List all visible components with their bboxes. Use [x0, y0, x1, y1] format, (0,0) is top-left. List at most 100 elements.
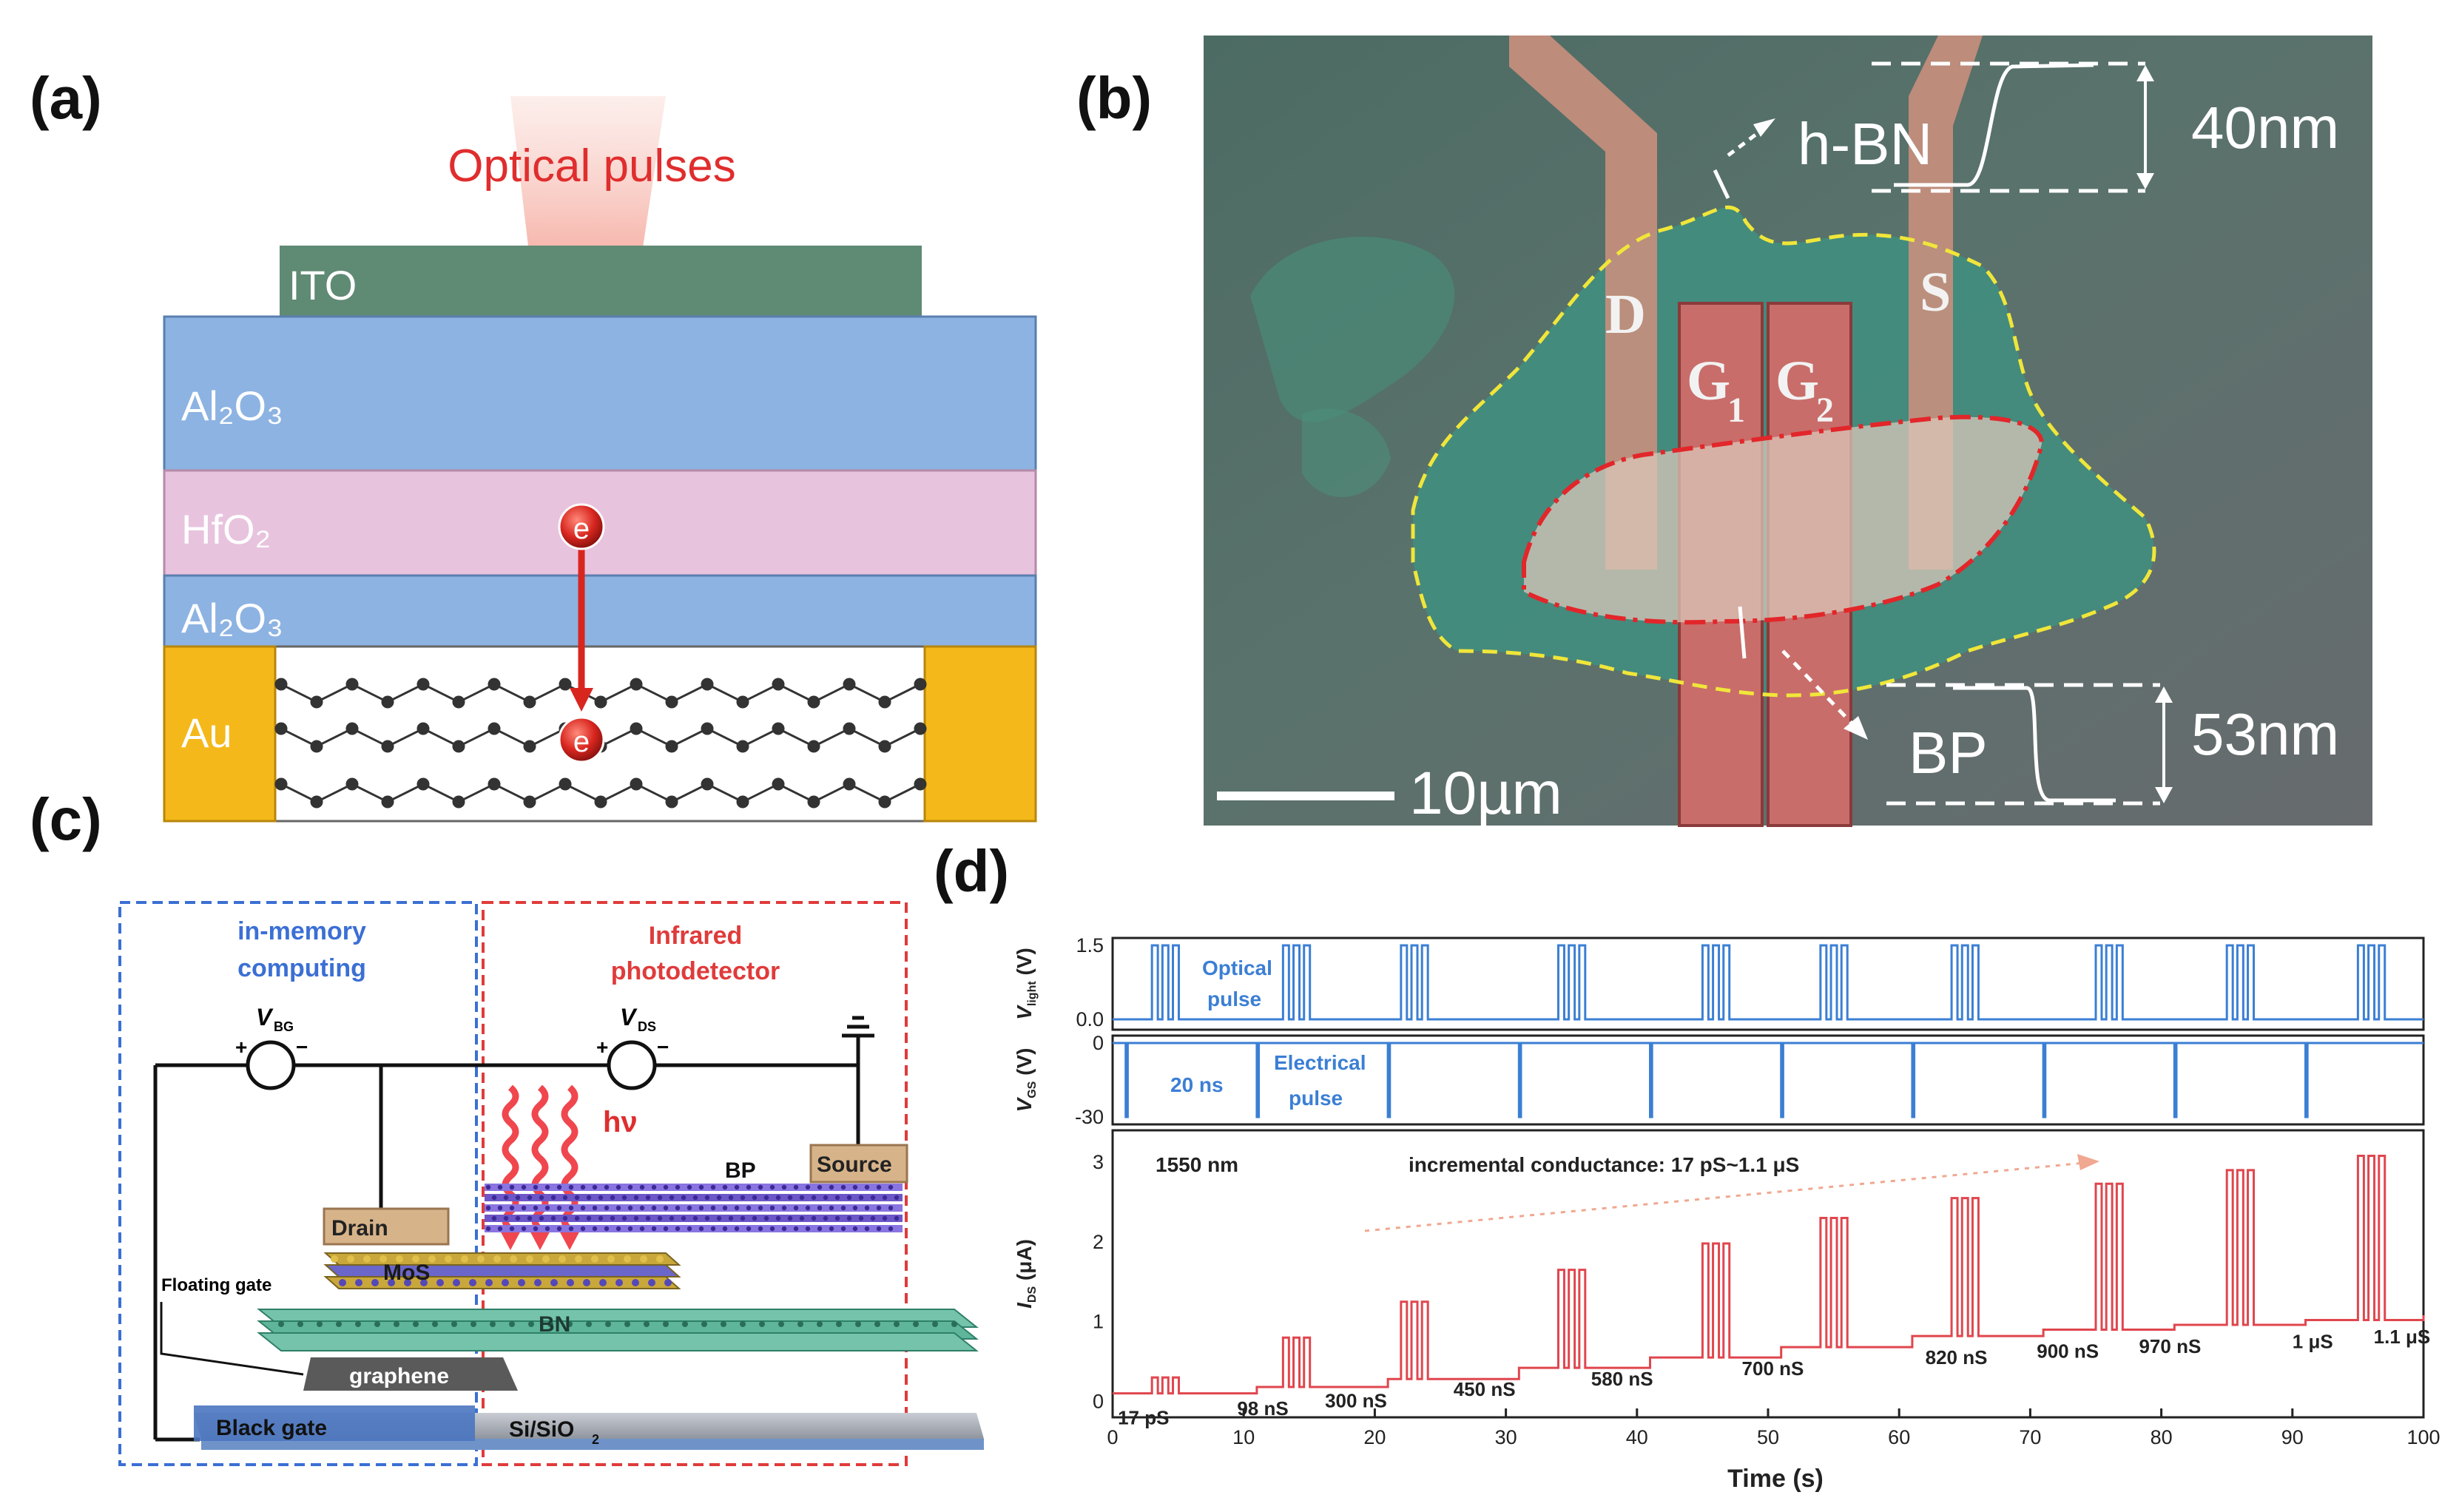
- bp-atom: [787, 1195, 793, 1201]
- black-gate-label: Black gate: [216, 1416, 327, 1440]
- hbn-outline: [1411, 205, 2156, 698]
- bn-atom: [874, 1321, 880, 1327]
- bp-atom: [639, 1184, 645, 1190]
- bp-atom: [722, 1184, 728, 1190]
- bp-atom: [539, 1195, 544, 1201]
- bn-atom: [336, 1321, 342, 1327]
- in-memory-box: [118, 901, 478, 1466]
- lattice-atom: [665, 795, 678, 809]
- x-tick-label: 30: [1495, 1426, 1517, 1448]
- bp-atom: [734, 1184, 740, 1190]
- hv-label: hν: [603, 1106, 638, 1138]
- bn-atom: [682, 1321, 688, 1327]
- x-tick-label: 70: [2019, 1426, 2041, 1448]
- bn-atom: [451, 1321, 457, 1327]
- mos-atom: [656, 1255, 664, 1263]
- bp-atom: [675, 1226, 681, 1232]
- mos-atom: [575, 1255, 582, 1263]
- lattice-atom: [736, 695, 749, 709]
- ids-ylabel-i: I: [1013, 1302, 1036, 1309]
- lattice-atom: [559, 777, 572, 791]
- bp-arrow-down: [2155, 787, 2173, 803]
- bp-atom: [497, 1184, 503, 1190]
- x-tick-label: 80: [2151, 1426, 2173, 1448]
- bp-atom: [769, 1184, 775, 1190]
- bp-atom: [781, 1184, 787, 1190]
- sisio2-label: Si/SiO: [509, 1417, 574, 1442]
- bp-atom: [687, 1205, 692, 1211]
- mos-atom: [445, 1255, 452, 1263]
- bp-atom: [846, 1195, 852, 1201]
- bn-atom: [797, 1321, 803, 1327]
- ids-ytick: 1: [1093, 1311, 1104, 1333]
- bp-atom: [799, 1195, 805, 1201]
- bp-atom: [698, 1226, 704, 1232]
- bp-atom: [521, 1226, 527, 1232]
- light-arrowhead: [558, 1228, 581, 1250]
- bp-atom: [858, 1215, 864, 1221]
- bp-atom: [775, 1195, 781, 1201]
- bp-atom: [527, 1215, 533, 1221]
- conductance-label: 580 nS: [1591, 1368, 1653, 1390]
- bp-atom: [604, 1205, 610, 1211]
- bp-atom: [639, 1205, 645, 1211]
- hbn-label: h-BN: [1798, 111, 1932, 177]
- lattice-atom: [914, 722, 927, 735]
- al2o3-bottom-layer: [163, 574, 1037, 648]
- bn-atom: [624, 1321, 630, 1327]
- bp-atom: [858, 1195, 864, 1201]
- label-d: D: [1605, 283, 1646, 345]
- optical-pulse-label-1: Optical: [1202, 956, 1272, 979]
- bp-atom: [598, 1215, 604, 1221]
- lattice-atom: [416, 678, 430, 691]
- lattice-atom: [807, 695, 820, 709]
- bn-atom: [355, 1321, 361, 1327]
- ids-ytick: 2: [1093, 1231, 1104, 1253]
- bn-atom: [547, 1321, 553, 1327]
- bp-c-label: BP: [725, 1158, 756, 1183]
- bp-atom: [781, 1205, 787, 1211]
- mos-atom: [363, 1255, 371, 1263]
- lattice-atom: [736, 795, 749, 809]
- flake-residue: [1250, 237, 1455, 422]
- bn-atom: [394, 1321, 399, 1327]
- circuit-wires: [153, 1016, 874, 1442]
- hbn-arrow-up: [2136, 65, 2154, 81]
- lattice-atom: [274, 722, 288, 735]
- bn-atom: [509, 1321, 515, 1327]
- bp-atom: [864, 1205, 870, 1211]
- bp-atom: [615, 1205, 621, 1211]
- bp-atom: [509, 1205, 515, 1211]
- vlight-ylabel-sub: light: [1026, 981, 1039, 1006]
- bn-atom: [490, 1321, 496, 1327]
- bp-atom: [627, 1226, 633, 1232]
- mos-atom: [615, 1279, 623, 1286]
- bp-atom: [580, 1205, 586, 1211]
- lattice-atom: [416, 777, 430, 791]
- label-g1: G: [1687, 350, 1730, 412]
- bn-atom: [894, 1321, 900, 1327]
- bn-layer: [257, 1309, 979, 1351]
- bp-atom: [604, 1226, 610, 1232]
- vlight-ytick: 1.5: [1076, 934, 1104, 956]
- hfo2-label: HfO₂: [181, 506, 271, 553]
- mos-atom: [493, 1255, 501, 1263]
- bn-atom: [721, 1321, 726, 1327]
- bp-atom: [592, 1226, 598, 1232]
- black-gate-electrode: [194, 1405, 475, 1441]
- floating-gate-leader: [160, 1302, 304, 1376]
- bp-atom: [840, 1205, 846, 1211]
- vbg-sub: BG: [274, 1019, 294, 1034]
- vbg-label: V: [256, 1004, 274, 1030]
- bp-atom: [888, 1184, 894, 1190]
- lattice-atom: [914, 678, 927, 691]
- bp-atom: [829, 1205, 834, 1211]
- au-label: Au: [181, 709, 232, 756]
- ids-ylabel-unit: (μA): [1013, 1239, 1036, 1286]
- bp-atom: [864, 1226, 870, 1232]
- vds-plus: +: [596, 1036, 608, 1059]
- bp-atom: [556, 1205, 562, 1211]
- bp-atom: [681, 1215, 687, 1221]
- bp-atom: [746, 1205, 752, 1211]
